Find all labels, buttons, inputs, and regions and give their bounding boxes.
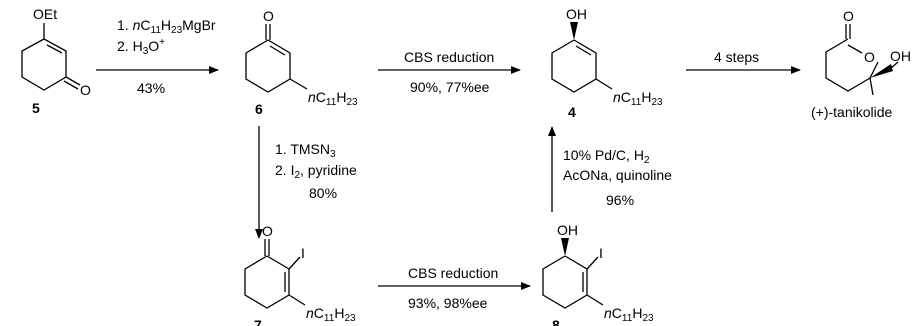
tanikolide-name: (+)-tanikolide	[811, 104, 893, 120]
compound-7-number: 7	[254, 317, 262, 326]
arrow-7-to-8-reagent: CBS reduction	[408, 265, 498, 281]
compound-6	[245, 24, 308, 93]
arrow-8-to-4-line2: AcONa, quinoline	[563, 167, 672, 183]
compound-4-chain-bond	[595, 78, 613, 90]
compound-7-i-label: I	[301, 245, 305, 261]
compound-8-iodo-bond	[586, 256, 599, 270]
compound-5-double-bond	[46, 44, 63, 54]
arrow-5-to-6-step2: 2. H3O+	[117, 37, 165, 57]
compound-6-number: 6	[255, 101, 263, 117]
arrow-5-to-6-yield: 43%	[137, 80, 165, 96]
compound-5-carbonyl-bond-b	[63, 80, 79, 90]
arrow-6-to-7-yield: 80%	[309, 185, 337, 201]
tanikolide-bond-c-ring-o	[847, 44, 863, 54]
compound-4-ring	[551, 39, 597, 93]
compound-4-double-bond	[575, 45, 592, 56]
compound-4-oh-label: OH	[566, 6, 587, 22]
arrow-6-to-4-reagent: CBS reduction	[404, 49, 494, 65]
compound-5-ring	[21, 38, 67, 91]
tanikolide-ring	[825, 38, 871, 92]
compound-7	[244, 239, 306, 309]
compound-6-ring	[245, 39, 291, 93]
tanikolide-ring-o-label: O	[864, 49, 875, 65]
compound-tanikolide	[825, 24, 899, 96]
compound-5-o-label: O	[80, 82, 91, 98]
compound-6-double-bond	[269, 45, 286, 56]
compound-4-chain-label: nC11H23	[613, 89, 663, 108]
arrow-6-to-7-step1: 1. TMSN3	[275, 141, 336, 160]
tanikolide-oh-label: OH	[890, 48, 911, 64]
compound-4-wedge-bond	[570, 22, 578, 40]
arrow-8-to-4-line1: 10% Pd/C, H2	[563, 147, 650, 166]
compound-7-ring	[244, 255, 290, 309]
compound-8-number: 8	[552, 317, 560, 326]
tanikolide-bond-ring-o-c6	[869, 61, 879, 79]
tanikolide-ch2-oh-bond	[890, 61, 899, 69]
arrow-7-to-8-yield: 93%, 98%ee	[408, 295, 488, 311]
arrow-5-to-6-step1: 1. nC11H23MgBr	[117, 17, 216, 36]
compound-7-chain-bond	[288, 294, 306, 306]
compound-8-chain-label: nC11H23	[604, 305, 654, 324]
compound-4-number: 4	[568, 104, 576, 120]
compound-7-iodo-bond	[288, 256, 301, 270]
compound-6-o-label: O	[263, 8, 274, 24]
compound-6-chain-label: nC11H23	[308, 89, 358, 108]
arrow-8-to-4-yield: 96%	[606, 192, 634, 208]
compound-5-oet-label: OEt	[33, 6, 57, 22]
arrow-6-to-4-yield: 90%, 77%ee	[410, 79, 490, 95]
compound-4	[551, 39, 613, 93]
compound-6-chain-bond	[289, 78, 308, 90]
compound-5-carbonyl-bond-a	[65, 76, 81, 86]
tanikolide-wedge-bond	[870, 64, 893, 78]
compound-7-o-label: O	[262, 223, 273, 239]
compound-8	[542, 255, 604, 309]
compound-8-chain-bond	[586, 294, 604, 306]
compound-7-chain-label: nC11H23	[306, 305, 356, 324]
compound-8-wedge-bond	[561, 238, 569, 256]
tanikolide-carbonyl-o-label: O	[843, 8, 854, 24]
tanikolide-methyl-bond	[869, 77, 874, 96]
compound-8-oh-label: OH	[557, 222, 578, 238]
compound-8-i-label: I	[599, 245, 603, 261]
compound-8-ring	[542, 255, 588, 309]
compound-5	[21, 23, 81, 91]
compound-5-number: 5	[32, 100, 40, 116]
arrow-6-to-7-step2: 2. I2, pyridine	[275, 162, 357, 181]
arrow-4-to-tanikolide-reagent: 4 steps	[714, 49, 759, 65]
